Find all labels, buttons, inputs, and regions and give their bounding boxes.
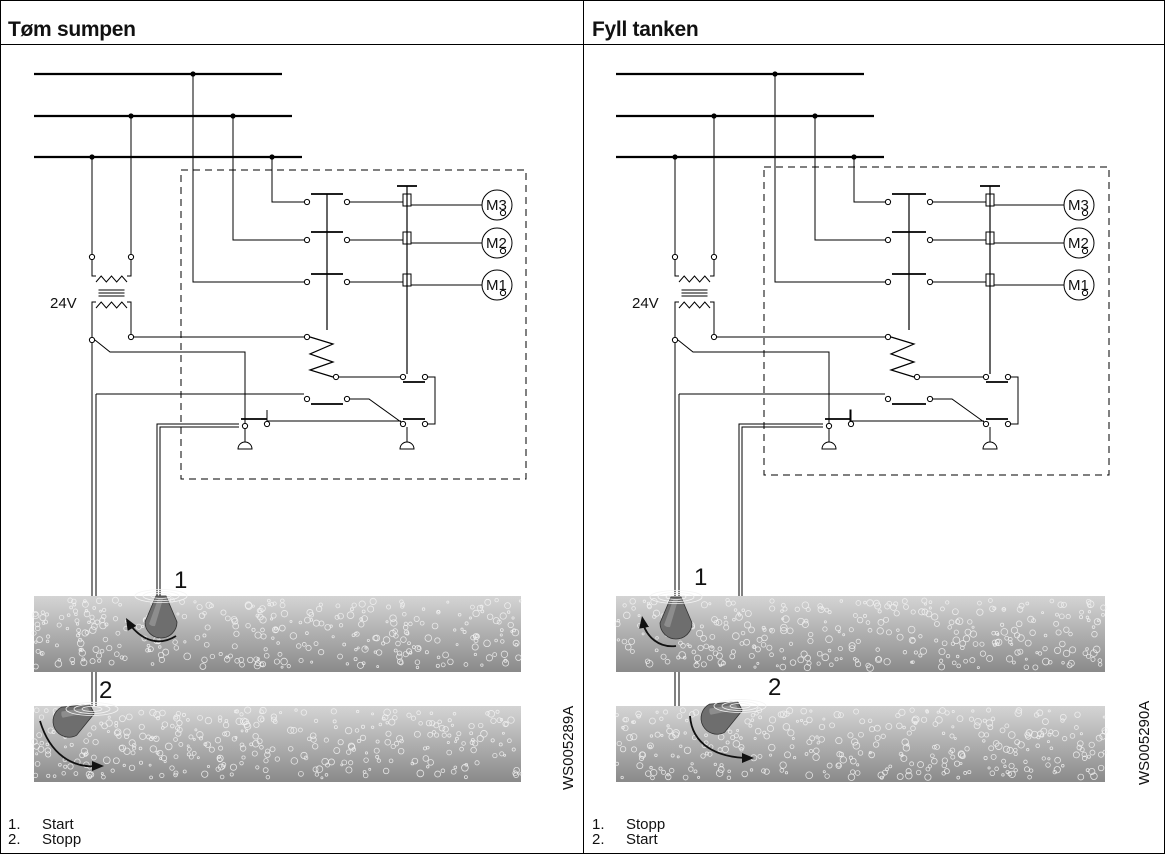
contactor-coil: [308, 336, 335, 378]
motor-label: M3: [1068, 197, 1089, 214]
float-switch-symbol: [237, 441, 253, 450]
float-switch-symbol: [821, 441, 837, 450]
panel-title-left: Tøm sumpen: [8, 18, 136, 41]
voltage-label: 24V: [632, 295, 659, 312]
motor-label: M2: [1068, 235, 1089, 252]
motor-label: M3: [486, 197, 507, 214]
motion-arrow: [639, 616, 677, 648]
legend-right: 1.Stopp 2.Start: [592, 817, 665, 847]
drawing-code-right: WS005290A: [1136, 700, 1153, 785]
float-switch-1: [659, 596, 693, 640]
control-box: [180, 169, 527, 480]
drawing-code-left: WS005289A: [560, 705, 577, 790]
legend-left: 1.Start 2.Stopp: [8, 817, 81, 847]
water-lower: [614, 706, 1109, 782]
legend-item: 1.Start: [8, 816, 74, 833]
motor-label: M1: [486, 277, 507, 294]
motion-arrow: [689, 715, 754, 763]
float-switch-symbol: [982, 441, 998, 450]
control-box: [763, 166, 1110, 476]
legend-item: 2.Stopp: [8, 831, 82, 848]
float-label-1: 1: [694, 564, 707, 591]
motor-label: M2: [486, 235, 507, 252]
panel-title-right: Fyll tanken: [592, 18, 699, 41]
float-label-1: 1: [174, 567, 187, 594]
water-upper: [31, 596, 522, 672]
float-label-2: 2: [768, 674, 781, 701]
contactor-coil: [889, 336, 916, 378]
motion-arrow: [39, 720, 104, 771]
float-switch-1: [144, 595, 178, 639]
motor-label: M1: [1068, 277, 1089, 294]
water-upper: [614, 596, 1107, 672]
water-lower: [31, 706, 523, 782]
legend-item: 1.Stopp: [592, 816, 666, 833]
motion-arrow: [126, 618, 177, 643]
legend-item: 2.Start: [592, 831, 658, 848]
float-label-2: 2: [99, 677, 112, 704]
voltage-label: 24V: [50, 295, 77, 312]
float-switch-symbol: [399, 441, 415, 450]
